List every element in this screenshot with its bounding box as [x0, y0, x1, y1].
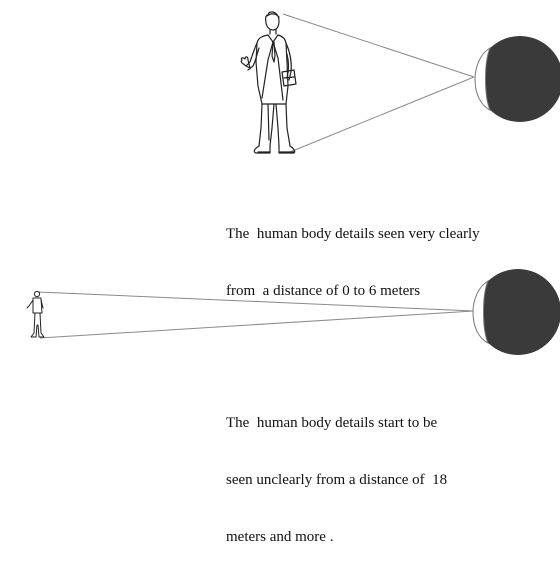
near-sight-line-bottom	[290, 77, 474, 152]
near-view-scene	[241, 12, 560, 153]
near-eye	[475, 36, 560, 122]
far-caption-line-1: The human body details start to be	[226, 414, 447, 433]
far-caption-line-3: meters and more .	[226, 528, 447, 547]
near-view-caption: The human body details seen very clearly…	[226, 187, 480, 320]
far-eye	[473, 269, 560, 355]
far-caption-line-2: seen unclearly from a distance of 18	[226, 471, 447, 490]
near-sight-line-top	[283, 14, 474, 77]
near-caption-line-1: The human body details seen very clearly	[226, 225, 480, 244]
small-standing-man-icon	[27, 291, 44, 337]
far-view-caption: The human body details start to be seen …	[226, 376, 447, 566]
standing-man-in-suit-icon	[241, 12, 296, 153]
near-caption-line-2: from a distance of 0 to 6 meters	[226, 282, 480, 301]
